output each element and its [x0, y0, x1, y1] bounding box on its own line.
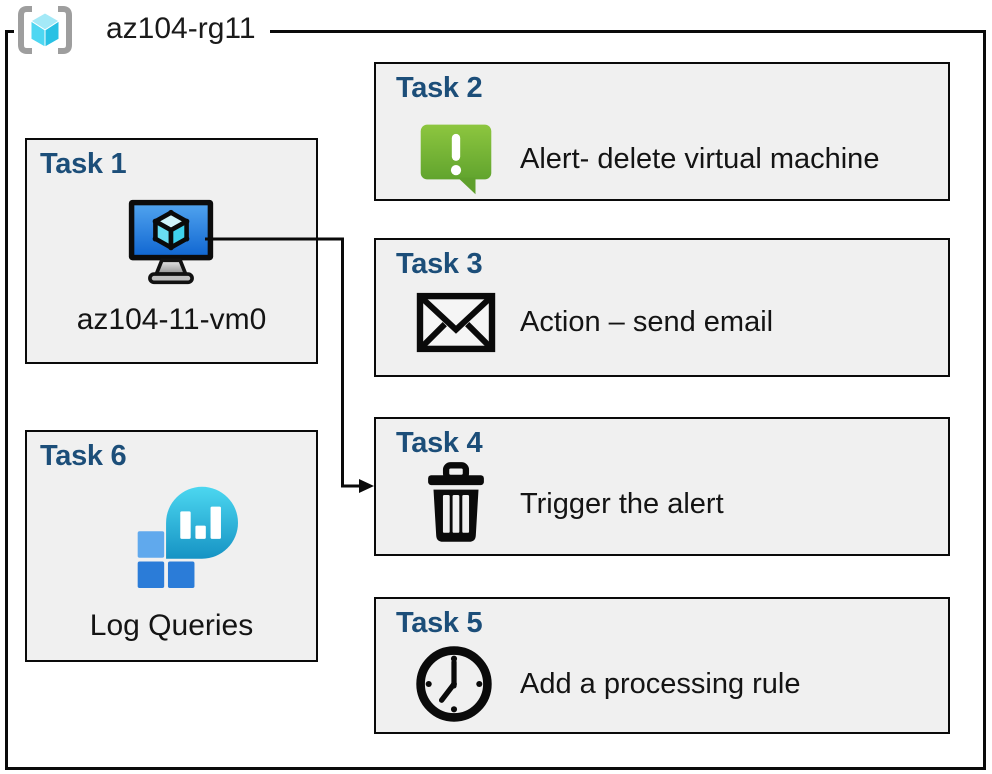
task-2-box: Task 2 Alert- delete virtual machine: [374, 62, 950, 201]
task-5-box: Task 5 Add a processing rule: [374, 597, 950, 734]
task-6-box: Task 6 Log Queries: [25, 430, 318, 662]
task-1-title: Task 1: [40, 148, 127, 180]
task-4-label: Trigger the alert: [520, 487, 724, 520]
virtual-machine-icon: [123, 196, 219, 288]
log-analytics-icon: [129, 482, 241, 590]
task-5-title: Task 5: [396, 607, 483, 639]
trash-icon: [418, 457, 494, 551]
task-3-box: Task 3 Action – send email: [374, 238, 950, 377]
task-4-title: Task 4: [396, 427, 483, 459]
resource-group-header: az104-rg11: [14, 0, 270, 58]
task-3-label: Action – send email: [520, 305, 774, 338]
task-2-label: Alert- delete virtual machine: [520, 142, 880, 175]
task-1-box: Task 1: [25, 138, 318, 364]
email-icon: [416, 286, 496, 358]
task-6-label: Log Queries: [89, 609, 254, 642]
clock-icon: [412, 642, 496, 726]
task-3-title: Task 3: [396, 248, 483, 280]
task-4-box: Task 4 Trigger the alert: [374, 417, 950, 556]
task-2-title: Task 2: [396, 72, 483, 104]
task-1-label: az104-11-vm0: [76, 303, 267, 336]
resource-group-title: az104-rg11: [106, 12, 256, 45]
alert-icon: [416, 118, 496, 200]
task-5-label: Add a processing rule: [520, 667, 801, 700]
resource-group-icon: [18, 6, 72, 54]
task-6-title: Task 6: [40, 440, 127, 472]
